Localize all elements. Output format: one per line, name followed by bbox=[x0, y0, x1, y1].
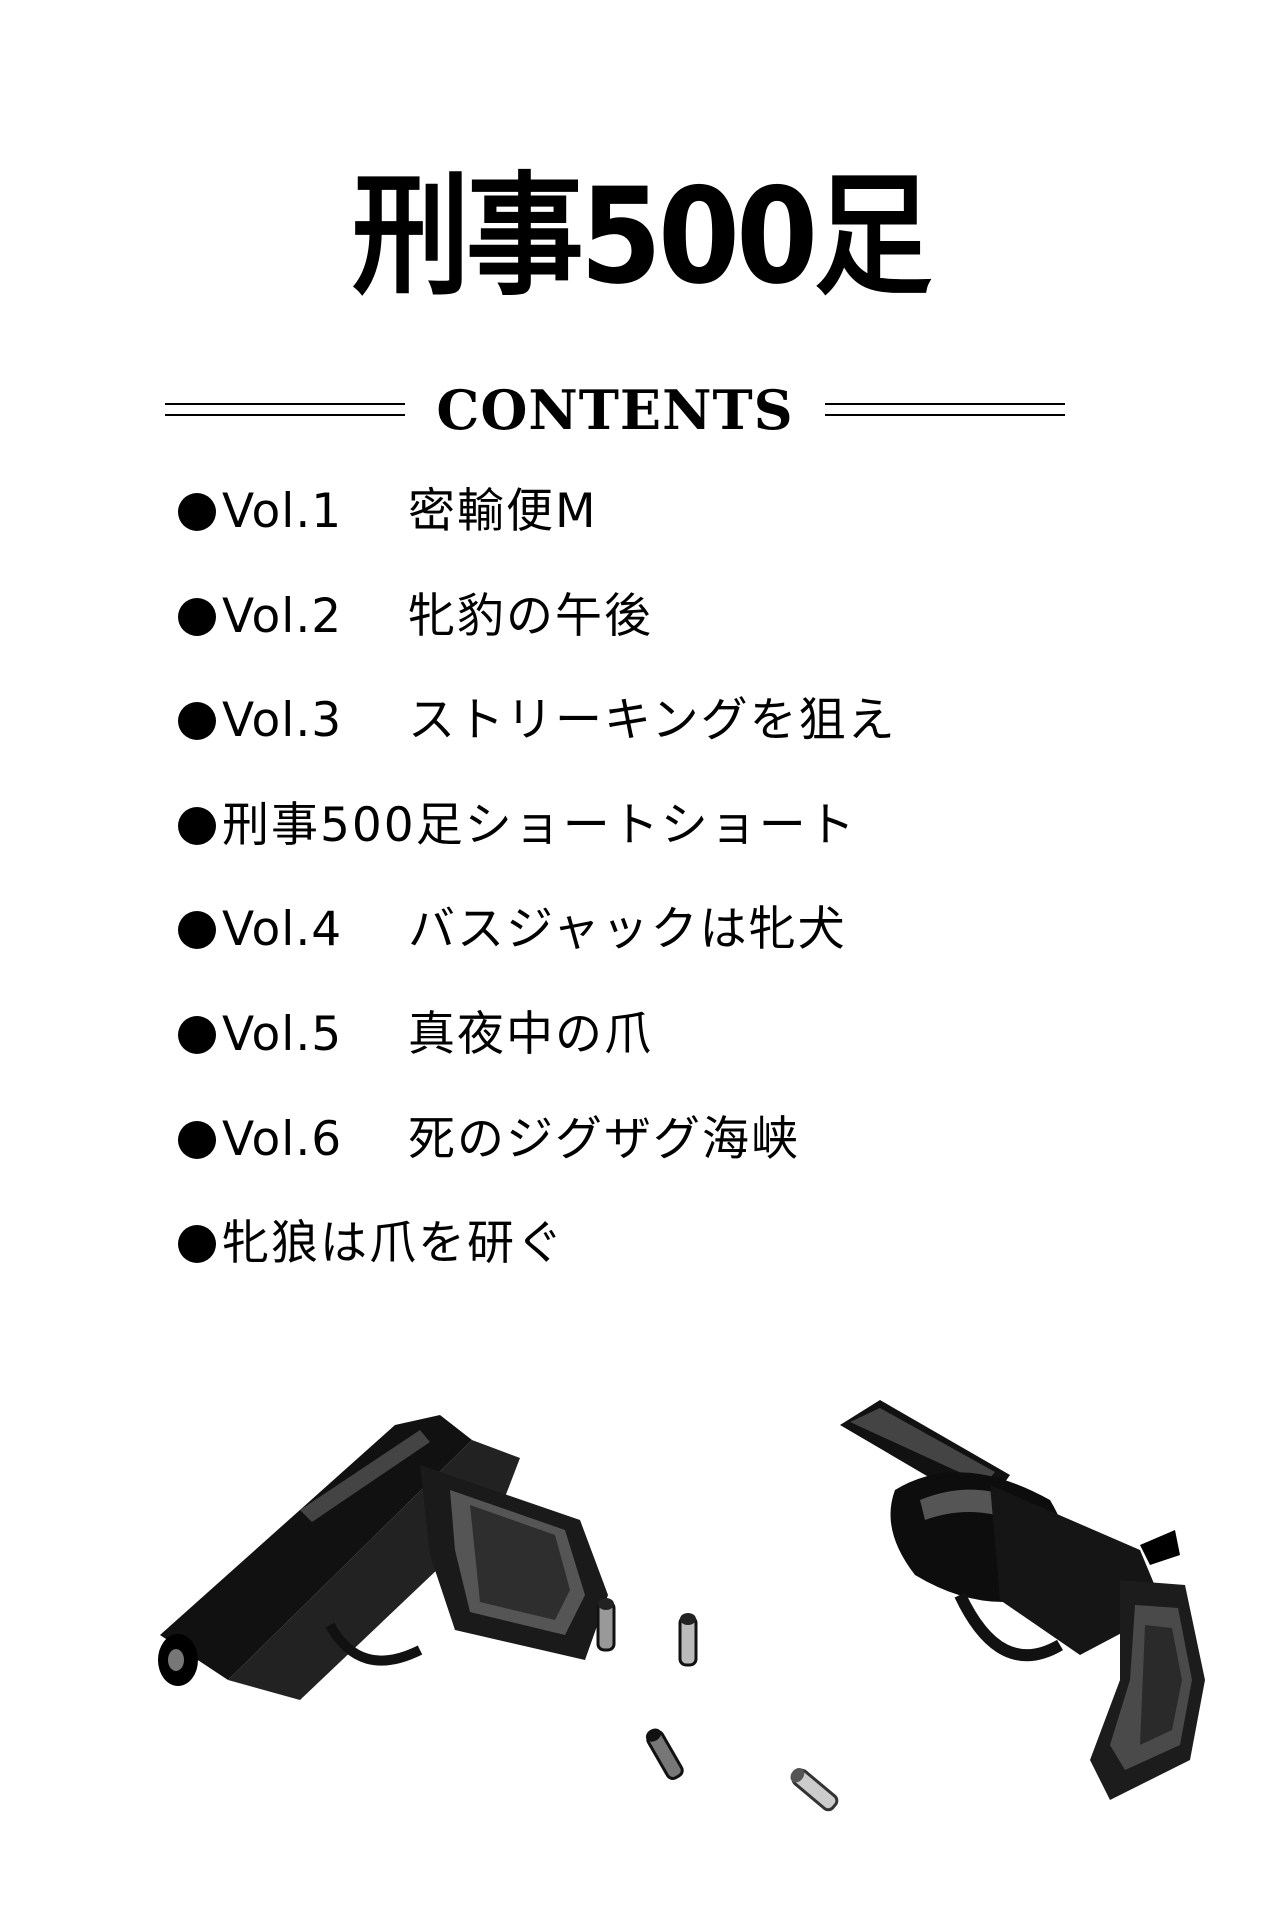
toc-entry-short-short[interactable]: 刑事500足ショートショート bbox=[178, 796, 1178, 901]
toc-entry-4[interactable]: Vol.4 バスジャックは牝犬 bbox=[178, 900, 1178, 1005]
toc-entry-2[interactable]: Vol.2 牝豹の午後 bbox=[178, 587, 1178, 692]
cartridge-icon bbox=[790, 1767, 839, 1812]
toc-entry-1[interactable]: Vol.1 密輸便M bbox=[178, 482, 1178, 587]
toc-volume: Vol.1 bbox=[222, 484, 343, 539]
revolver-icon bbox=[840, 1400, 1205, 1800]
toc-chapter-title: 密輸便M bbox=[408, 484, 598, 539]
contents-label: CONTENTS bbox=[436, 378, 794, 442]
guns-illustration bbox=[158, 1400, 1205, 1812]
toc-volume: Vol.4 bbox=[222, 902, 343, 958]
toc-entry-bonus[interactable]: 牝狼は爪を研ぐ bbox=[178, 1214, 1178, 1319]
double-rule-left bbox=[165, 403, 405, 416]
toc-entry-3[interactable]: Vol.3 ストリーキングを狙え bbox=[178, 691, 1178, 796]
bullet-icon bbox=[178, 493, 216, 531]
bullet-icon bbox=[178, 806, 216, 845]
toc-entry-6[interactable]: Vol.6 死のジグザグ海峡 bbox=[178, 1110, 1178, 1215]
cartridge-icon bbox=[596, 1598, 616, 1652]
toc-chapter-title: 牝狼は爪を研ぐ bbox=[222, 1216, 565, 1272]
table-of-contents: Vol.1 密輸便M Vol.2 牝豹の午後 Vol.3 ストリーキングを狙え … bbox=[178, 482, 1178, 1319]
toc-chapter-title: ストリーキングを狙え bbox=[408, 693, 897, 749]
toc-chapter-title: 刑事500足ショートショート bbox=[222, 797, 857, 853]
automatic-pistol-icon bbox=[158, 1415, 608, 1700]
bullet-icon bbox=[178, 1225, 216, 1264]
toc-chapter-title: 牝豹の午後 bbox=[408, 588, 653, 644]
toc-entry-5[interactable]: Vol.5 真夜中の爪 bbox=[178, 1005, 1178, 1110]
toc-chapter-title: 死のジグザグ海峡 bbox=[408, 1111, 800, 1167]
toc-volume: Vol.3 bbox=[222, 693, 343, 749]
bullet-icon bbox=[178, 1120, 216, 1159]
cartridge-icon bbox=[645, 1728, 684, 1780]
book-title: 刑事500足 bbox=[351, 158, 932, 314]
double-rule-right bbox=[825, 403, 1065, 416]
contents-header: CONTENTS bbox=[165, 380, 1065, 440]
toc-volume: Vol.6 bbox=[222, 1111, 343, 1167]
bullet-icon bbox=[178, 702, 216, 741]
toc-chapter-title: 真夜中の爪 bbox=[408, 1006, 653, 1062]
bullet-icon bbox=[178, 597, 216, 636]
toc-volume: Vol.2 bbox=[222, 588, 343, 644]
bullet-icon bbox=[178, 911, 216, 950]
toc-volume: Vol.5 bbox=[222, 1006, 343, 1062]
toc-chapter-title: バスジャックは牝犬 bbox=[408, 902, 847, 958]
cartridge-icon bbox=[678, 1613, 698, 1667]
bullet-icon bbox=[178, 1015, 216, 1054]
